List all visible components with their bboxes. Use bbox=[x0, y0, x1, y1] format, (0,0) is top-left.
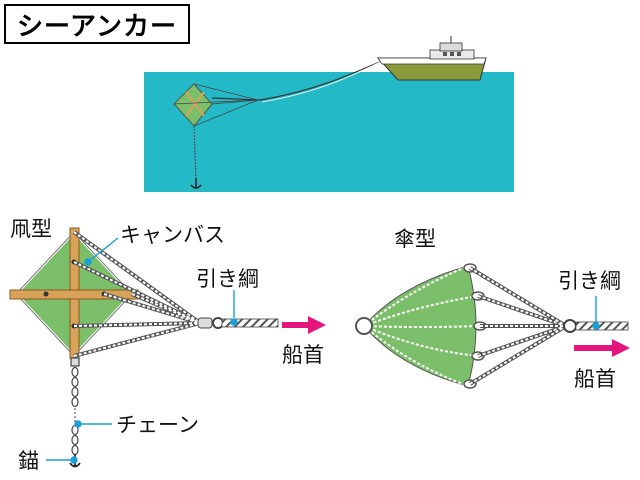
kite-type-anchor bbox=[9, 227, 279, 468]
bow-right-label: 船首 bbox=[574, 367, 616, 391]
bow-left-label: 船首 bbox=[282, 343, 324, 367]
tow-rope-left-label: 引き綱 bbox=[196, 267, 259, 291]
anchor-label: 錨 bbox=[18, 449, 39, 473]
tow-line-top bbox=[211, 59, 385, 101]
tow-rope-left bbox=[221, 318, 279, 328]
anchor-chain bbox=[70, 357, 80, 456]
bow-arrow-left bbox=[282, 316, 326, 334]
tow-rope-right bbox=[575, 321, 629, 331]
canvas-label: キャンバス bbox=[120, 223, 225, 247]
canvas-callout-line bbox=[87, 237, 119, 263]
sea-scene bbox=[144, 36, 514, 192]
umbrella-type-anchor bbox=[355, 263, 629, 389]
umbrella-type-label: 傘型 bbox=[394, 227, 436, 251]
chain-label: チェーン bbox=[116, 413, 199, 437]
kite-type-label: 凧型 bbox=[10, 217, 52, 241]
tow-rope-right-label: 引き綱 bbox=[558, 269, 621, 293]
boat bbox=[376, 36, 487, 81]
bow-arrow-right bbox=[574, 339, 630, 357]
title-box: シーアンカー bbox=[4, 4, 190, 44]
diagram-title: シーアンカー bbox=[17, 11, 177, 42]
sea-water bbox=[144, 72, 514, 192]
small-sea-anchor bbox=[173, 83, 259, 189]
